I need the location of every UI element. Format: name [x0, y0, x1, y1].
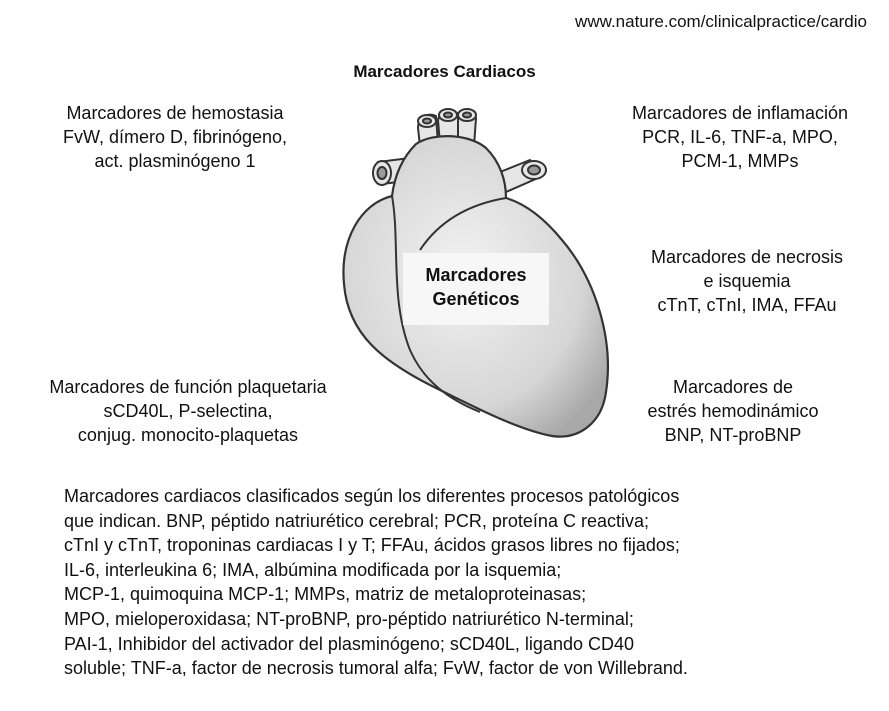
caption-line: soluble; TNF-a, factor de necrosis tumor… — [64, 658, 688, 679]
platelet-function-markers: Marcadores de función plaquetaria sCD40L… — [0, 375, 376, 447]
hemodynamic-line-2: estrés hemodinámico — [647, 401, 819, 421]
platelet-line-3: conjug. monocito-plaquetas — [77, 425, 299, 445]
inflammation-markers: Marcadores de inflamación PCR, IL-6, TNF… — [596, 101, 884, 173]
hemodynamic-stress-markers: Marcadores de estrés hemodinámico BNP, N… — [612, 375, 854, 447]
genetic-label-line-1: Marcadores — [425, 265, 527, 285]
hemostasis-heading: Marcadores de hemostasia — [66, 103, 284, 123]
hemodynamic-line-3: BNP, NT-proBNP — [664, 425, 802, 445]
hemostasis-line-2: FvW, dímero D, fibrinógeno, — [62, 127, 288, 147]
inflammation-line-3: PCM-1, MMPs — [681, 151, 799, 171]
figure-caption: Marcadores cardiacos clasificados según … — [64, 484, 884, 681]
necrosis-heading: Marcadores de necrosis — [650, 247, 844, 267]
caption-line: MPO, mieloperoxidasa; NT-proBNP, pro-pép… — [64, 608, 634, 629]
inflammation-heading: Marcadores de inflamación — [631, 103, 849, 123]
inflammation-line-2: PCR, IL-6, TNF-a, MPO, — [642, 127, 838, 147]
caption-line: MCP-1, quimoquina MCP-1; MMPs, matriz de… — [64, 584, 587, 605]
hemostasis-line-3: act. plasminógeno 1 — [94, 151, 256, 171]
hemostasis-markers: Marcadores de hemostasia FvW, dímero D, … — [2, 101, 348, 173]
platelet-line-2: sCD40L, P-selectina, — [103, 401, 273, 421]
source-url: www.nature.com/clinicalpractice/cardio — [575, 12, 867, 31]
genetic-label-line-2: Genéticos — [432, 289, 520, 309]
caption-line: PAI-1, Inhibidor del activador del plasm… — [64, 633, 634, 654]
caption-line: IL-6, interleukina 6; IMA, albúmina modi… — [64, 559, 562, 580]
caption-line: que indican. BNP, péptido natriurético c… — [64, 510, 649, 531]
hemodynamic-heading: Marcadores de — [672, 377, 794, 397]
necrosis-line-2: e isquemia — [703, 271, 791, 291]
necrosis-markers: Marcadores de necrosis e isquemia cTnT, … — [612, 245, 882, 317]
caption-line: Marcadores cardiacos clasificados según … — [64, 486, 680, 506]
platelet-heading: Marcadores de función plaquetaria — [49, 377, 327, 397]
necrosis-line-3: cTnT, cTnI, IMA, FFAu — [657, 295, 837, 315]
caption-line: cTnI y cTnT, troponinas cardiacas I y T;… — [64, 535, 680, 556]
genetic-markers-label: Marcadores Genéticos — [403, 253, 549, 325]
diagram-title: Marcadores Cardiacos — [353, 62, 536, 81]
